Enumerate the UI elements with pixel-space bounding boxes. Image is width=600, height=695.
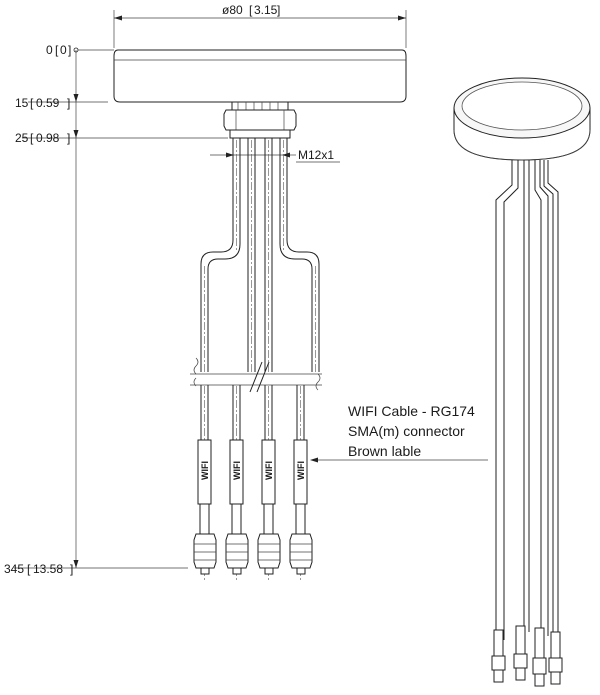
diameter-inch-value: 3.15: [254, 3, 278, 17]
cable-callout: WIFI Cable - RG174 SMA(m) connector Brow…: [310, 403, 488, 463]
level-345-value: 345: [4, 562, 24, 576]
svg-text:]: ]: [277, 3, 280, 17]
svg-text:[: [: [30, 131, 34, 145]
svg-text:]: ]: [70, 562, 73, 576]
connector-1: WIFI: [193, 439, 217, 575]
diameter-value: ø80: [222, 3, 243, 17]
level-0-inch-value: 0: [60, 43, 67, 57]
connector-4: WIFI: [289, 439, 313, 575]
svg-text:[: [: [30, 96, 34, 110]
level-15-inch-value: 0.59: [36, 96, 60, 110]
perspective-connectors: [491, 625, 563, 687]
callout-line-3: Brown lable: [348, 443, 421, 459]
thread-dimension: M12x1: [210, 148, 340, 163]
svg-text:[: [: [27, 562, 31, 576]
level-345-inch-value: 13.58: [33, 562, 63, 576]
connector-3: WIFI: [257, 439, 281, 575]
cable-label-3: WIFI: [264, 461, 274, 480]
threaded-mount: [223, 101, 297, 139]
cable-label-1: WIFI: [200, 461, 210, 480]
svg-text:[: [: [249, 3, 253, 17]
svg-text:]: ]: [68, 43, 71, 57]
diameter-dimension: ø80 [ 3.15 ]: [113, 3, 407, 48]
cable-break-marks: [190, 357, 322, 393]
callout-line-2: SMA(m) connector: [348, 423, 465, 439]
antenna-puck-body: [113, 49, 407, 103]
level-15-value: 15: [15, 96, 29, 110]
cable-label-2: WIFI: [232, 461, 242, 480]
level-25-value: 25: [15, 131, 29, 145]
antenna-perspective-view: [453, 77, 591, 687]
thread-size-label: M12x1: [298, 148, 334, 162]
antenna-front-view: M12x1: [113, 49, 407, 580]
height-dimensions: 0 [ 0 ] 15 [ 0.59 ] 25 [ 0.98 ] 345 [ 13…: [4, 43, 228, 576]
cable-bundle: [200, 138, 320, 372]
callout-line-1: WIFI Cable - RG174: [348, 403, 475, 419]
svg-text:]: ]: [67, 131, 70, 145]
svg-text:[: [: [55, 43, 59, 57]
svg-text:]: ]: [67, 96, 70, 110]
cable-label-4: WIFI: [296, 461, 306, 480]
level-0-value: 0: [46, 43, 53, 57]
connector-2: WIFI: [225, 439, 249, 575]
level-25-inch-value: 0.98: [36, 131, 60, 145]
